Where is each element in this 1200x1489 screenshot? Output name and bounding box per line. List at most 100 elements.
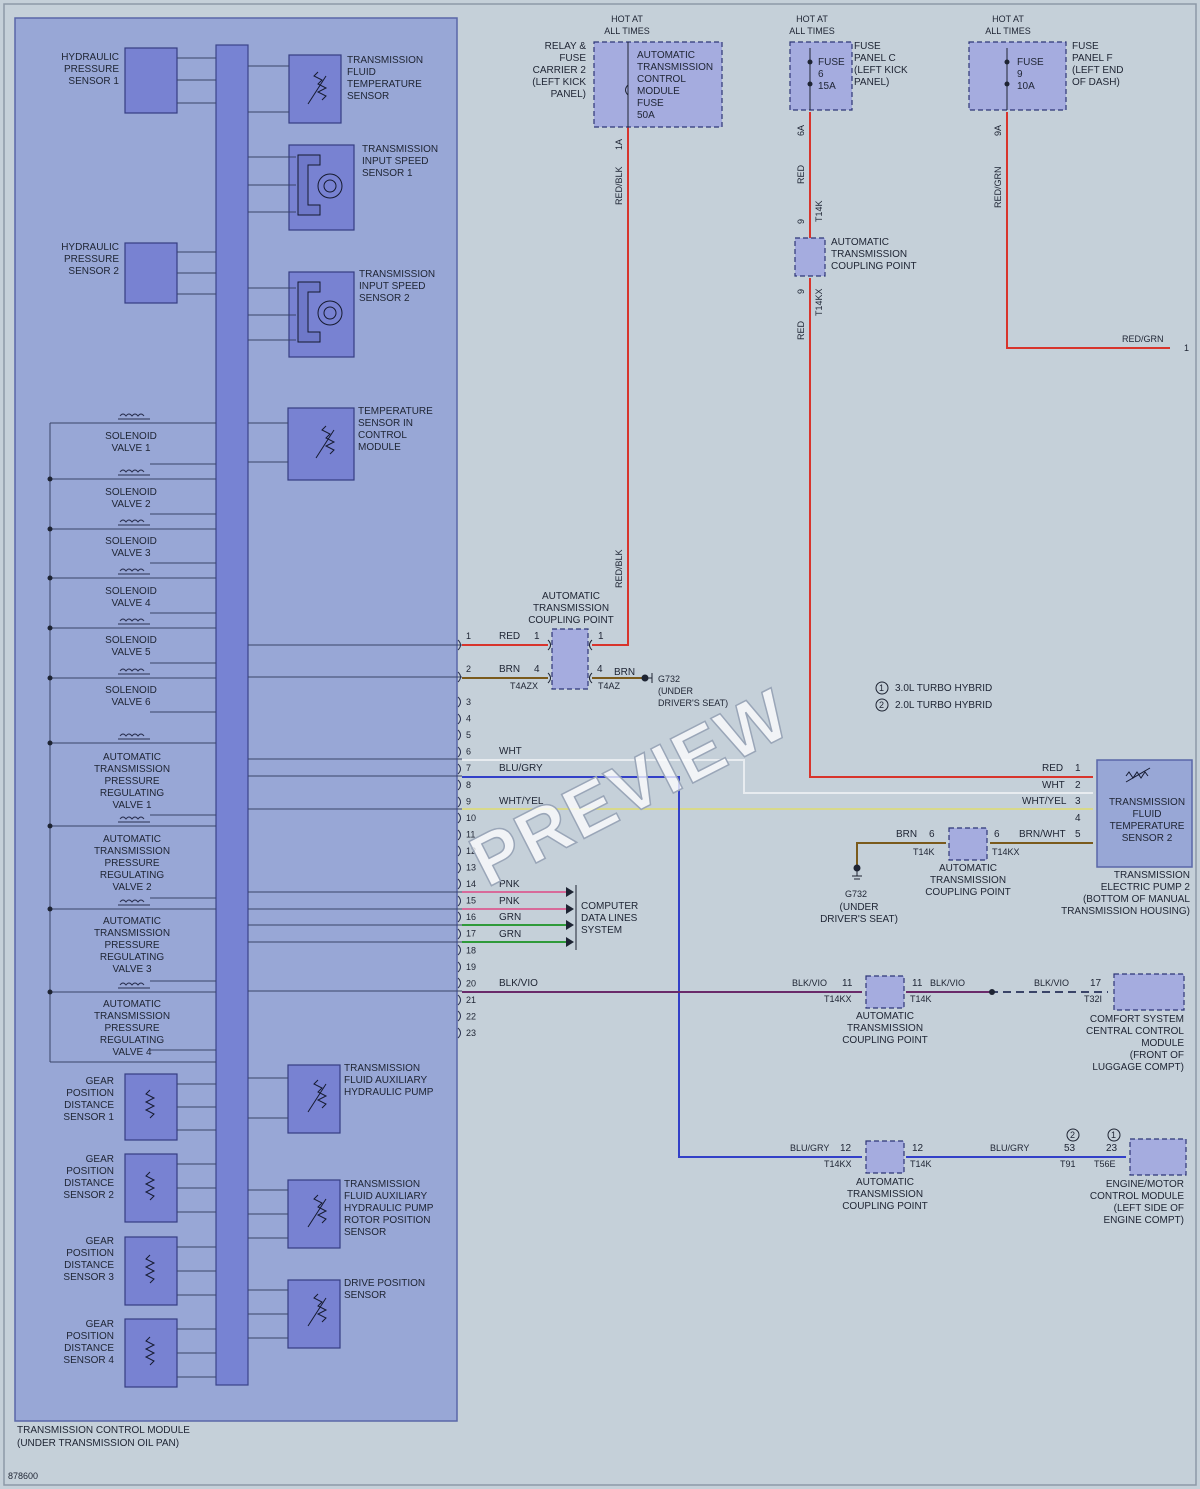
comfort-pin-17: 17 bbox=[1090, 978, 1102, 989]
comfort-module-box bbox=[1113, 973, 1185, 1011]
wire-label-redgrn-vertical: RED/GRN bbox=[993, 166, 1003, 208]
tcm-pin-18: 18 bbox=[466, 945, 476, 955]
pin-label-6a: 6A bbox=[796, 125, 806, 136]
wire-label-blkvio-mid: BLK/VIO bbox=[930, 978, 965, 988]
coupling-point-red bbox=[794, 237, 826, 277]
tcm-pin-13: 13 bbox=[466, 863, 476, 873]
conn-t14kx-blugry: T14KX bbox=[824, 1159, 852, 1169]
tcm-pin-19: 19 bbox=[466, 962, 476, 972]
far-right-pin: 1 bbox=[1184, 343, 1189, 353]
wire-brn-ground bbox=[856, 842, 946, 868]
wire-label-red-vertical-bottom: RED bbox=[796, 320, 806, 340]
transmission-fluid-temp-sensor-2 bbox=[1096, 759, 1193, 868]
transmission-fluid-temperature-sensor bbox=[248, 54, 342, 124]
tcm-pin-brackets bbox=[457, 639, 461, 1039]
ground-label-bottom: G732 bbox=[845, 889, 867, 899]
legend-number-1: 1 bbox=[879, 683, 884, 693]
wire-label-blkvio-20: BLK/VIO bbox=[499, 978, 538, 989]
tcm-pin-20: 20 bbox=[466, 978, 476, 988]
ground-icon-bottom bbox=[852, 864, 862, 880]
pin-1-right: 1 bbox=[598, 631, 604, 642]
tcm-internal-bus bbox=[215, 44, 249, 1386]
pin-label-9-top: 9 bbox=[796, 219, 806, 224]
tcm-pin-16: 16 bbox=[466, 912, 476, 922]
legend-number-2: 2 bbox=[879, 700, 884, 710]
tcm-pin-15: 15 bbox=[466, 896, 476, 906]
conn-t4azx: T4AZX bbox=[510, 681, 538, 691]
pin-4-right: 4 bbox=[597, 664, 603, 675]
tfts2-pin-2: 2 bbox=[1075, 780, 1081, 791]
tcm-pin-10: 10 bbox=[466, 813, 476, 823]
wire-label-red-tfts2: RED bbox=[1042, 763, 1063, 774]
input-speed-sensor-2 bbox=[248, 271, 355, 358]
conn-t32i: T32I bbox=[1084, 994, 1102, 1004]
ecm-pin-53: 53 bbox=[1064, 1143, 1076, 1154]
solenoid-coil-icons bbox=[118, 413, 150, 989]
tfts2-pin-3: 3 bbox=[1075, 796, 1081, 807]
tfts2-pin-5: 5 bbox=[1075, 829, 1081, 840]
wire-label-pnk-14: PNK bbox=[499, 879, 520, 890]
coupling-point-brn bbox=[948, 827, 988, 861]
blugry-pin-12-left: 12 bbox=[840, 1143, 852, 1154]
ground-icon-top bbox=[641, 673, 653, 683]
conn-t14k-blkvio: T14K bbox=[910, 994, 932, 1004]
solenoid-bracket bbox=[47, 422, 216, 1063]
wire-label-red-vertical-top: RED bbox=[796, 164, 806, 184]
conn-t14kx-blkvio: T14KX bbox=[824, 994, 852, 1004]
tcm-pin-14: 14 bbox=[466, 879, 476, 889]
ecm-legend-number-1: 1 bbox=[1111, 1130, 1116, 1140]
diagram-id: 878600 bbox=[8, 1471, 38, 1481]
fuse-9-10a bbox=[968, 41, 1067, 111]
wire-wht-6 bbox=[462, 759, 1093, 794]
conn-t14k-brn: T14K bbox=[913, 847, 935, 857]
ground-label-top: G732 bbox=[658, 674, 680, 684]
temperature-sensor-in-control-module bbox=[248, 407, 355, 481]
tcm-pin-2: 2 bbox=[466, 664, 471, 674]
tcm-pin-21: 21 bbox=[466, 995, 476, 1005]
aux-pump-rotor-position-sensor bbox=[248, 1179, 341, 1249]
gear-position-distance-sensor-4 bbox=[124, 1318, 216, 1388]
wire-label-redgrn: RED/GRN bbox=[1122, 334, 1164, 344]
tcm-pin-22: 22 bbox=[466, 1011, 476, 1021]
tcm-pin-4: 4 bbox=[466, 714, 471, 724]
input-speed-sensor-1 bbox=[248, 144, 355, 231]
blkvio-pin-11-right: 11 bbox=[912, 978, 923, 989]
tcm-pin-17: 17 bbox=[466, 929, 476, 939]
wire-label-blkvio-right: BLK/VIO bbox=[1034, 978, 1069, 988]
gear-position-distance-sensor-1 bbox=[124, 1073, 216, 1141]
wire-label-red-1: RED bbox=[499, 631, 520, 642]
tcm-pin-12: 12 bbox=[466, 846, 476, 856]
data-line-wires bbox=[462, 891, 566, 943]
coupling-brn-pin-6-right: 6 bbox=[994, 829, 1000, 840]
tcm-pin-5: 5 bbox=[466, 730, 471, 740]
wire-red-1 bbox=[462, 118, 629, 646]
conn-t14k-vertical: T14K bbox=[814, 200, 824, 222]
wire-label-whtyel-tfts2: WHT/YEL bbox=[1022, 796, 1067, 807]
tcm-label-2: (UNDER TRANSMISSION OIL PAN) bbox=[17, 1438, 179, 1449]
